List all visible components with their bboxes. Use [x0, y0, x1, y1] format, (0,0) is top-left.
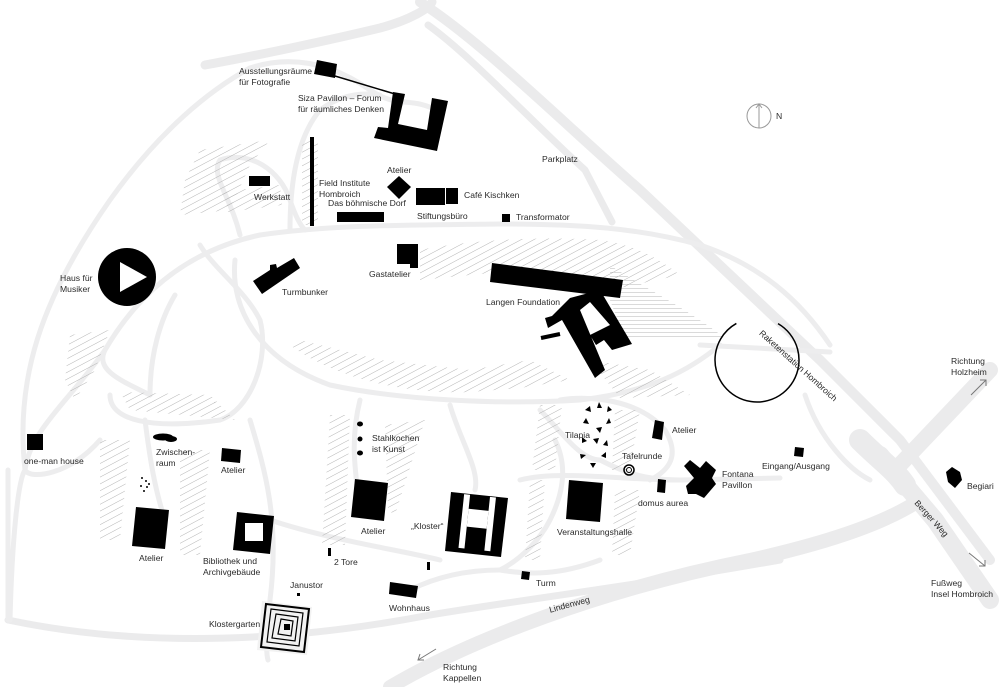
label-eingang-ausgang: Eingang/Ausgang [762, 461, 830, 471]
bibliothek-court [245, 523, 263, 541]
label-tafelrunde: Tafelrunde [622, 451, 663, 461]
label-richtung-holzheim: Richtung Holzheim [951, 356, 987, 377]
label-richtung-kappellen: Richtung Kappellen [443, 662, 482, 683]
roads [4, 0, 999, 687]
road-holzheim [887, 362, 998, 478]
label-field-institute: Field Institute Hombroich [319, 178, 371, 199]
label-transformator: Transformator [516, 212, 570, 222]
label-fussweg: Fußweg Insel Hombroich [931, 578, 994, 599]
building-tafelrunde[interactable] [623, 464, 635, 476]
label-cafe-kischken: Café Kischken [464, 190, 520, 200]
tafelrunde-inner [626, 467, 632, 473]
building-wohnhaus[interactable] [389, 582, 418, 598]
label-siza-pavillon: Siza Pavillon – Forum für räumliches Den… [298, 93, 384, 114]
building-atelier-zwischenraum[interactable] [221, 448, 241, 463]
tilapia-installation[interactable] [580, 402, 612, 468]
label-bibliothek: Bibliothek und Archivgebäude [203, 556, 261, 577]
label-fontana-pavillon: Fontana Pavillon [722, 469, 754, 490]
label-turmbunker: Turmbunker [282, 287, 329, 297]
building-turm[interactable] [521, 571, 530, 580]
gate-2 [427, 562, 430, 570]
label-wohnhaus: Wohnhaus [389, 603, 430, 613]
building-ausstellungsraeume[interactable] [314, 60, 337, 78]
label-turm: Turm [536, 578, 556, 588]
building-fontana-pavillon[interactable] [684, 460, 716, 498]
label-zwischenraum: Zwischen- raum [156, 447, 196, 468]
label-begiari: Begiari [967, 481, 994, 491]
building-cafe-kischken[interactable] [446, 188, 458, 204]
building-atelier-left[interactable] [132, 507, 169, 549]
label-werkstatt: Werkstatt [254, 192, 291, 202]
gate-1 [328, 548, 331, 556]
label-parkplatz: Parkplatz [542, 154, 578, 164]
label-tilapia: Tilapia [565, 430, 590, 440]
building-siza-pavillon[interactable] [374, 92, 448, 151]
label-one-man-house: one-man house [24, 456, 84, 466]
haus-musiker-triangle [120, 262, 147, 292]
building-boehmische-dorf[interactable] [337, 212, 384, 222]
label-atelier-zwischenraum: Atelier [221, 465, 246, 475]
zwischenraum-part [165, 436, 177, 442]
building-stiftungsbuero[interactable] [416, 188, 445, 205]
label-domus-aurea: domus aurea [638, 498, 689, 508]
label-haus-fuer-musiker: Haus für Musiker [60, 273, 93, 294]
connector-line [334, 75, 396, 95]
building-begiari[interactable] [946, 467, 962, 488]
arrow-holzheim-icon [970, 379, 987, 396]
building-stahlkochen-3 [357, 450, 363, 456]
building-klostergarten[interactable] [257, 601, 312, 655]
building-atelier-tilapia[interactable] [652, 420, 664, 440]
building-domus-aurea[interactable] [657, 479, 666, 493]
label-atelier-left: Atelier [139, 553, 164, 563]
label-atelier-tilapia: Atelier [672, 425, 697, 435]
kloster-inner-1 [458, 494, 471, 549]
north-arrow-icon [746, 103, 772, 129]
building-veranstaltungshalle[interactable] [566, 480, 603, 522]
label-kloster: „Kloster“ [411, 521, 444, 531]
building-field-institute[interactable] [310, 137, 314, 226]
hatched-areas [65, 140, 725, 560]
building-stahlkochen-1 [357, 421, 363, 427]
label-north: N [776, 111, 783, 121]
circle-installation [714, 317, 800, 403]
building-stahlkochen-2 [357, 436, 363, 442]
dot-cluster [140, 477, 150, 492]
label-janustor: Janustor [290, 580, 323, 590]
label-langen-foundation: Langen Foundation [486, 297, 561, 307]
building-one-man-house[interactable] [27, 434, 43, 450]
label-ausstellungsraeume: Ausstellungsräume für Fotografie [239, 66, 313, 87]
building-transformator[interactable] [502, 214, 510, 222]
road-parkplatz [424, 21, 616, 226]
label-atelier-top: Atelier [387, 165, 412, 175]
label-veranstaltungshalle: Veranstaltungshalle [557, 527, 633, 537]
building-atelier-mid[interactable] [351, 479, 388, 521]
label-stiftungsbuero: Stiftungsbüro [417, 211, 468, 221]
label-gastatelier: Gastatelier [369, 269, 411, 279]
building-atelier-diamond[interactable] [387, 176, 411, 199]
road-raketenstation [415, 0, 995, 565]
building-werkstatt[interactable] [249, 176, 270, 186]
kloster-inner-2 [484, 496, 496, 552]
road-junction [849, 429, 916, 496]
kloster-inner-3 [466, 508, 489, 529]
road-north [200, 0, 437, 70]
arrow-fussweg-icon [968, 552, 986, 567]
building-langen-foundation-wing[interactable] [545, 290, 632, 378]
building-gastatelier[interactable] [397, 244, 418, 268]
arrow-kappellen-icon [417, 648, 437, 661]
label-2-tore: 2 Tore [334, 557, 358, 567]
label-klostergarten: Klostergarten [209, 619, 261, 629]
building-janustor[interactable] [297, 593, 300, 596]
label-stahlkochen: Stahlkochen ist Kunst [372, 433, 420, 454]
building-eingang[interactable] [794, 447, 804, 457]
label-boehmische-dorf: Das böhmische Dorf [328, 198, 406, 208]
building-turmbunker[interactable] [253, 258, 300, 294]
langen-stub [540, 332, 561, 340]
label-atelier-mid: Atelier [361, 526, 386, 536]
buildings [27, 60, 962, 655]
building-langen-foundation-main[interactable] [490, 263, 623, 298]
road-south-loop [4, 556, 784, 642]
